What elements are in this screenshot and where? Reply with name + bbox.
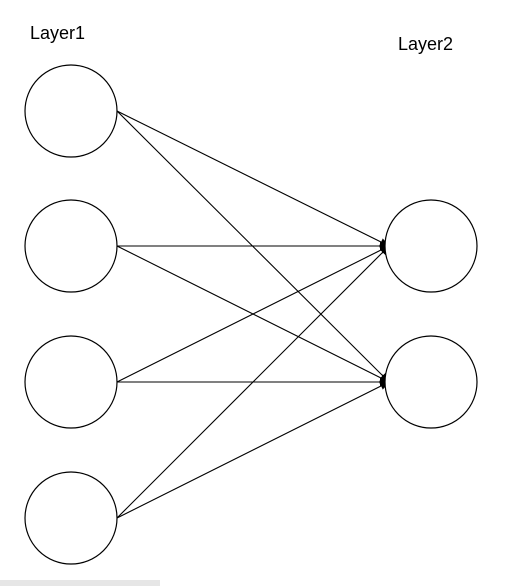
bottom-scroll-strip	[0, 580, 160, 586]
nodes	[24, 64, 478, 565]
edge-l1n4-to-l2n2	[116, 381, 390, 519]
layer1-node-4	[24, 471, 118, 565]
layer1-node-1	[24, 64, 118, 158]
layer1-label: Layer1	[30, 23, 85, 43]
layer1-node-3	[24, 335, 118, 429]
layer2-node-1	[384, 199, 478, 293]
layer2-node-2	[384, 335, 478, 429]
edge-l1n4-to-l2n1	[116, 245, 390, 519]
edge-l1n3-to-l2n1	[116, 245, 390, 383]
edge-l1n1-to-l2n1	[116, 110, 390, 247]
connections	[116, 110, 390, 519]
layer1-node-2	[24, 199, 118, 293]
layer2-label: Layer2	[398, 34, 453, 54]
